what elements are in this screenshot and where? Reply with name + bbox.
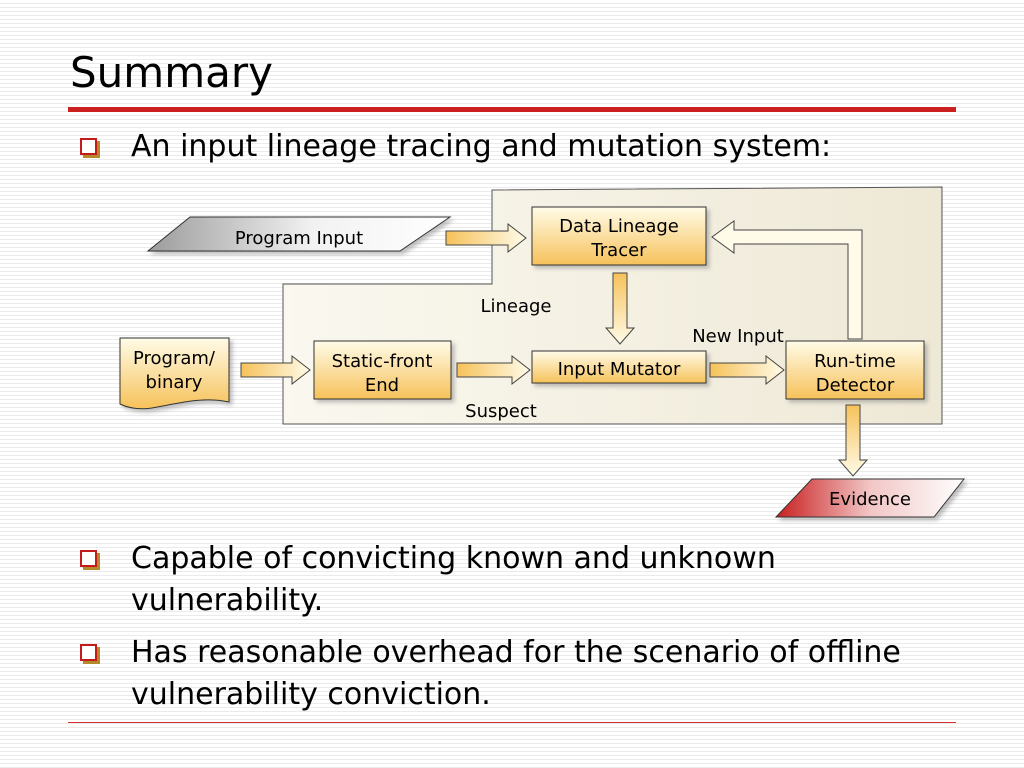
input-mutator-label: Input Mutator bbox=[558, 359, 681, 380]
evidence-node: Evidence bbox=[774, 478, 966, 518]
evidence-label: Evidence bbox=[829, 489, 911, 510]
bullet-3-text: Has reasonable overhead for the scenario… bbox=[131, 635, 901, 712]
input-mutator-node: Input Mutator bbox=[531, 350, 707, 384]
arrow-static-to-mutator bbox=[456, 354, 531, 386]
lineage-edge-label: Lineage bbox=[480, 296, 551, 317]
runtime-detector-label-line2: Detector bbox=[816, 375, 895, 396]
bullet-3: Has reasonable overhead for the scenario… bbox=[76, 632, 946, 716]
data-lineage-tracer-node: Data Lineage Tracer bbox=[531, 206, 707, 266]
slide-title: Summary bbox=[70, 48, 273, 97]
footer-divider bbox=[68, 722, 956, 723]
program-input-label: Program Input bbox=[235, 228, 363, 249]
arrow-detector-to-evidence bbox=[837, 404, 869, 477]
arrow-lineage-down bbox=[604, 272, 636, 345]
arrow-new-input-feedback bbox=[711, 220, 863, 340]
bullet-2-text: Capable of convicting known and unknown … bbox=[131, 541, 776, 618]
arrow-mutator-to-detector bbox=[709, 354, 785, 386]
static-front-end-label-line1: Static-front bbox=[332, 351, 433, 372]
square-bullet-icon bbox=[80, 138, 97, 155]
square-bullet-icon bbox=[80, 550, 97, 567]
program-binary-label-line1: Program/ bbox=[133, 348, 216, 369]
runtime-detector-label-line1: Run-time bbox=[814, 351, 896, 372]
data-lineage-tracer-label-line1: Data Lineage bbox=[559, 216, 679, 237]
bullet-1: An input lineage tracing and mutation sy… bbox=[76, 126, 946, 168]
bullet-1-text: An input lineage tracing and mutation sy… bbox=[131, 129, 832, 164]
bullet-2: Capable of convicting known and unknown … bbox=[76, 538, 946, 622]
title-divider bbox=[68, 107, 956, 112]
square-bullet-icon bbox=[80, 644, 97, 661]
program-binary-node: Program/ binary bbox=[119, 337, 230, 410]
data-lineage-tracer-label-line2: Tracer bbox=[590, 240, 647, 261]
arrow-program-input-to-tracer bbox=[445, 222, 527, 254]
static-front-end-label-line2: End bbox=[365, 375, 399, 396]
program-binary-label-line2: binary bbox=[146, 372, 203, 393]
runtime-detector-node: Run-time Detector bbox=[785, 340, 925, 400]
suspect-edge-label: Suspect bbox=[465, 401, 537, 422]
arrow-binary-to-static bbox=[240, 354, 311, 386]
new-input-edge-label: New Input bbox=[692, 326, 784, 347]
static-front-end-node: Static-front End bbox=[313, 340, 452, 400]
program-input-node: Program Input bbox=[146, 216, 452, 252]
